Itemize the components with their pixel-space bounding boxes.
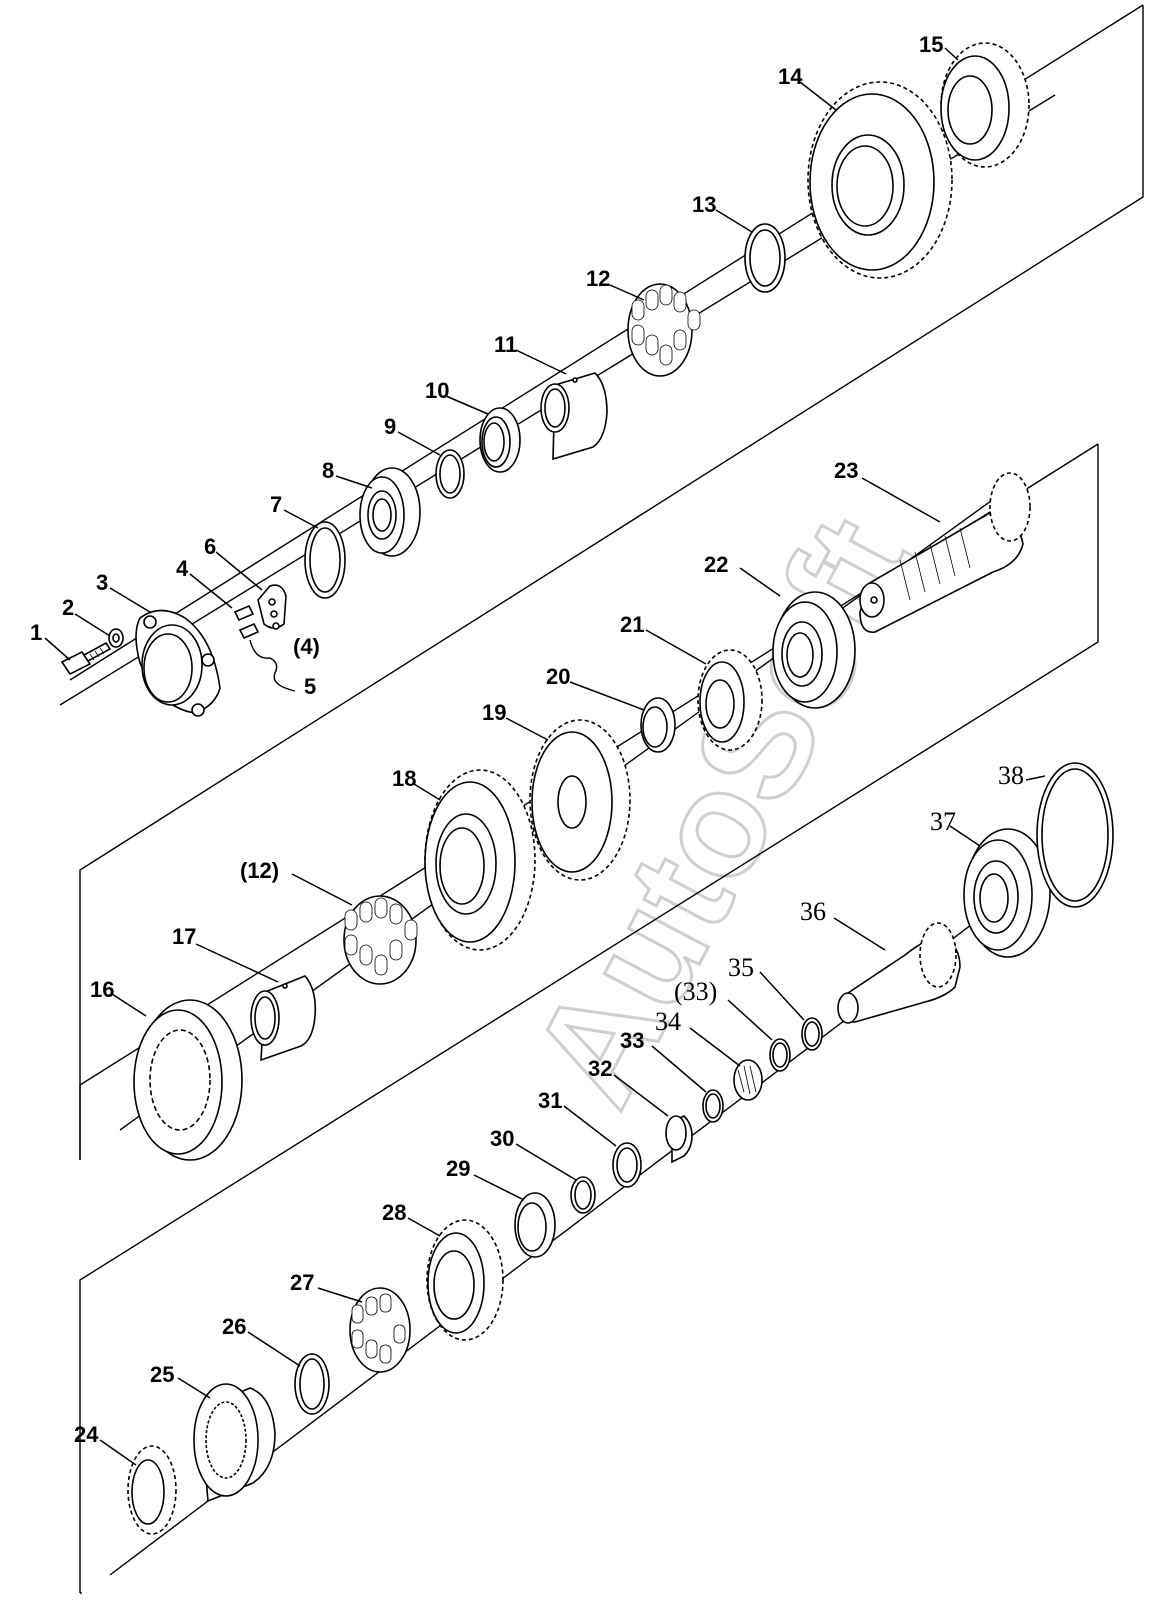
frame-bottom-panel-edge [79, 444, 1099, 1593]
callout-6: 6 [204, 534, 216, 559]
part-33-snap-ring-repeat [769, 1038, 791, 1072]
callout-26: 26 [222, 1314, 246, 1339]
callout-labels: 1 2 3 4 (4) 5 6 7 8 9 10 11 12 13 14 15 … [30, 32, 1024, 1447]
part-16-coupling-sleeve [133, 999, 243, 1161]
callout-30: 30 [490, 1126, 514, 1151]
callout-19: 19 [482, 700, 506, 725]
part-36-output-shaft [837, 922, 961, 1024]
part-31-ring [612, 1142, 642, 1188]
callout-36: 36 [800, 897, 826, 926]
part-3-bearing-cover [135, 609, 221, 717]
part-10-thrust-washer [479, 407, 521, 473]
part-38-snap-ring [1036, 762, 1114, 908]
callout-21: 21 [620, 612, 644, 637]
callout-38: 38 [998, 761, 1024, 790]
part-24-gear [127, 1445, 177, 1535]
callout-20: 20 [546, 664, 570, 689]
callout-22: 22 [704, 552, 728, 577]
callout-35: 35 [728, 953, 754, 982]
callout-2: 2 [62, 595, 74, 620]
leader-lines [44, 47, 1046, 1466]
part-30-ring [570, 1176, 596, 1214]
callout-12-repeat: (12) [240, 858, 279, 883]
part-32-spacer [665, 1115, 693, 1164]
callout-7: 7 [270, 492, 282, 517]
callout-37: 37 [930, 807, 956, 836]
callout-8: 8 [322, 458, 334, 483]
part-12-needle-bearing [627, 283, 701, 377]
part-27-needle-bearing [349, 1287, 411, 1373]
callout-11: 11 [494, 332, 517, 357]
callout-27: 27 [290, 1270, 314, 1295]
part-2-washer [108, 628, 124, 648]
callout-29: 29 [446, 1156, 470, 1181]
part-34-needle-bearing [733, 1059, 763, 1101]
callout-5: 5 [304, 674, 316, 699]
part-9-ring [435, 449, 465, 499]
part-19-gear [529, 719, 631, 881]
callout-16: 16 [90, 977, 114, 1002]
callout-10: 10 [425, 378, 449, 403]
part-21-gear [697, 649, 763, 751]
frame-top-panel-edge [79, 5, 1144, 1160]
part-17-bushing [250, 975, 317, 1062]
part-15-gear [940, 42, 1030, 168]
callout-31: 31 [538, 1088, 562, 1113]
part-37-ball-bearing [963, 828, 1051, 958]
callout-33: 33 [620, 1028, 644, 1053]
part-6-lock-plate [257, 584, 287, 630]
callout-4: 4 [176, 556, 189, 581]
callout-25: 25 [150, 1362, 174, 1387]
part-11-bushing [540, 372, 608, 461]
callout-4-repeat: (4) [293, 634, 320, 659]
callout-28: 28 [382, 1200, 406, 1225]
callout-15: 15 [919, 32, 943, 57]
part-18-gear [424, 769, 536, 951]
part-14-large-gear [807, 81, 953, 279]
part-13-washer [744, 223, 786, 293]
callout-17: 17 [172, 924, 196, 949]
callout-24: 24 [74, 1422, 99, 1447]
callout-12: 12 [586, 266, 610, 291]
part-23-splined-shaft [859, 472, 1031, 633]
part-7-snap-ring [304, 521, 346, 599]
part-20-ring [640, 697, 676, 753]
part-35-ring [801, 1017, 823, 1051]
part-5-lock-wire [249, 639, 296, 692]
part-8-ball-bearing [359, 467, 421, 557]
callout-18: 18 [392, 766, 416, 791]
callout-34: 34 [655, 1007, 681, 1036]
callout-3: 3 [96, 570, 108, 595]
callout-32: 32 [588, 1056, 612, 1081]
callout-13: 13 [692, 192, 716, 217]
part-26-ring [294, 1353, 330, 1415]
callout-1: 1 [30, 620, 42, 645]
part-12-needle-bearing-repeat [343, 895, 418, 985]
callout-9: 9 [384, 414, 396, 439]
part-28-gear [426, 1219, 504, 1341]
part-1-bolt [60, 641, 112, 676]
callout-14: 14 [778, 64, 803, 89]
part-29-thrust-washer [514, 1192, 556, 1258]
part-33-snap-ring [702, 1089, 724, 1123]
part-22-ball-bearing [772, 591, 856, 709]
callout-23: 23 [834, 458, 858, 483]
part-25-housing [193, 1383, 276, 1503]
part-4-bolts [233, 604, 260, 640]
callout-33-repeat: (33) [674, 977, 717, 1006]
